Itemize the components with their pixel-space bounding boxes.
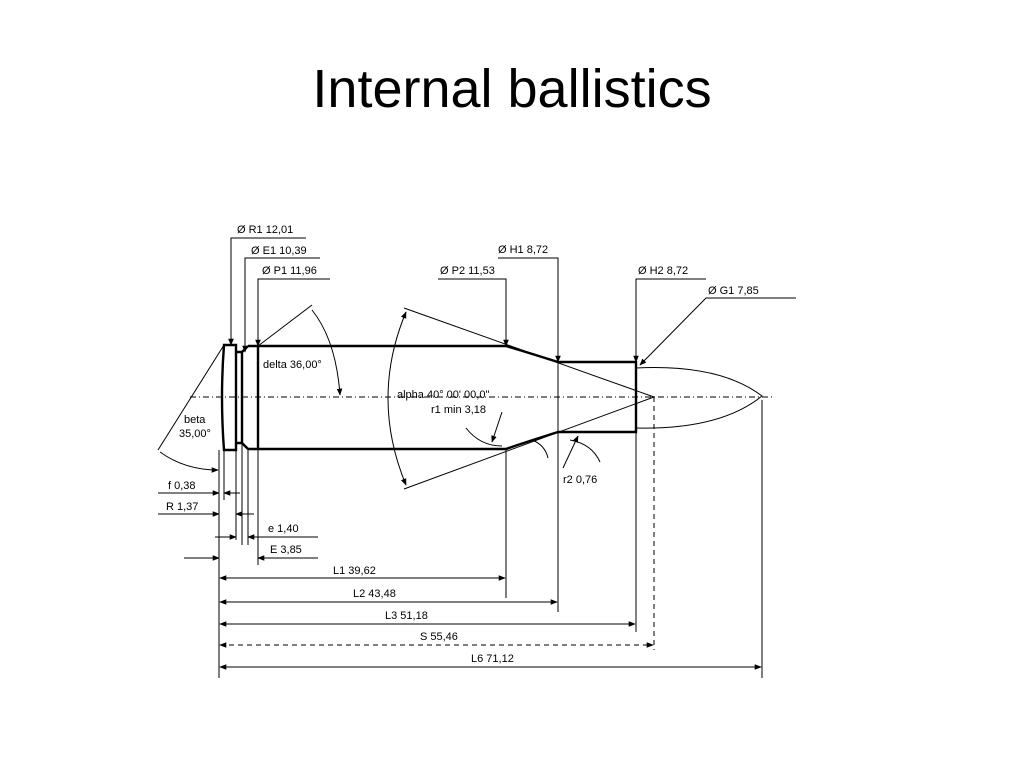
label-g1-diameter: Ø G1 7,85 [708, 285, 759, 297]
alpha-cone [387, 307, 655, 490]
delta-angle [257, 304, 343, 396]
beta-angle [157, 344, 225, 473]
label-r1-min: r1 min 3,18 [431, 404, 486, 416]
small-dimensions [158, 490, 318, 561]
label-delta: delta 36,00° [263, 359, 322, 371]
label-L2: L2 43,48 [353, 588, 396, 600]
label-E: E 3,85 [270, 544, 302, 556]
shoulder-bottom [505, 430, 559, 451]
label-h1-diameter: Ø H1 8,72 [498, 244, 548, 256]
label-beta: beta [184, 414, 206, 426]
length-dimensions [219, 575, 762, 670]
label-R: R 1,37 [166, 501, 198, 513]
label-f: f 0,38 [168, 480, 196, 492]
label-L6: L6 71,12 [471, 653, 514, 665]
label-r1-diameter: Ø R1 12,01 [237, 224, 293, 236]
label-h2-diameter: Ø H2 8,72 [638, 265, 688, 277]
dimension-labels: Ø R1 12,01 Ø E1 10,39 Ø P1 11,96 Ø H1 8,… [166, 224, 759, 665]
label-S: S 55,46 [420, 631, 458, 643]
rim-outline [220, 343, 238, 452]
label-p1-diameter: Ø P1 11,96 [262, 265, 317, 277]
label-L1: L1 39,62 [333, 565, 376, 577]
bullet-ogive [635, 367, 763, 429]
diameter-leaders [228, 237, 796, 469]
shoulder-top [505, 344, 559, 364]
label-r2: r2 0,76 [563, 474, 597, 486]
label-p2-diameter: Ø P2 11,53 [440, 265, 495, 277]
label-e: e 1,40 [268, 523, 299, 535]
label-L3: L3 51,18 [385, 610, 428, 622]
label-alpha: alpha 40° 00' 00,0" [397, 389, 489, 401]
label-e1-diameter: Ø E1 10,39 [251, 245, 307, 257]
label-beta-value: 35,00° [179, 428, 211, 440]
slide-title: Internal ballistics [312, 59, 712, 119]
alpha-arc [387, 311, 407, 486]
extension-lines [218, 397, 763, 678]
